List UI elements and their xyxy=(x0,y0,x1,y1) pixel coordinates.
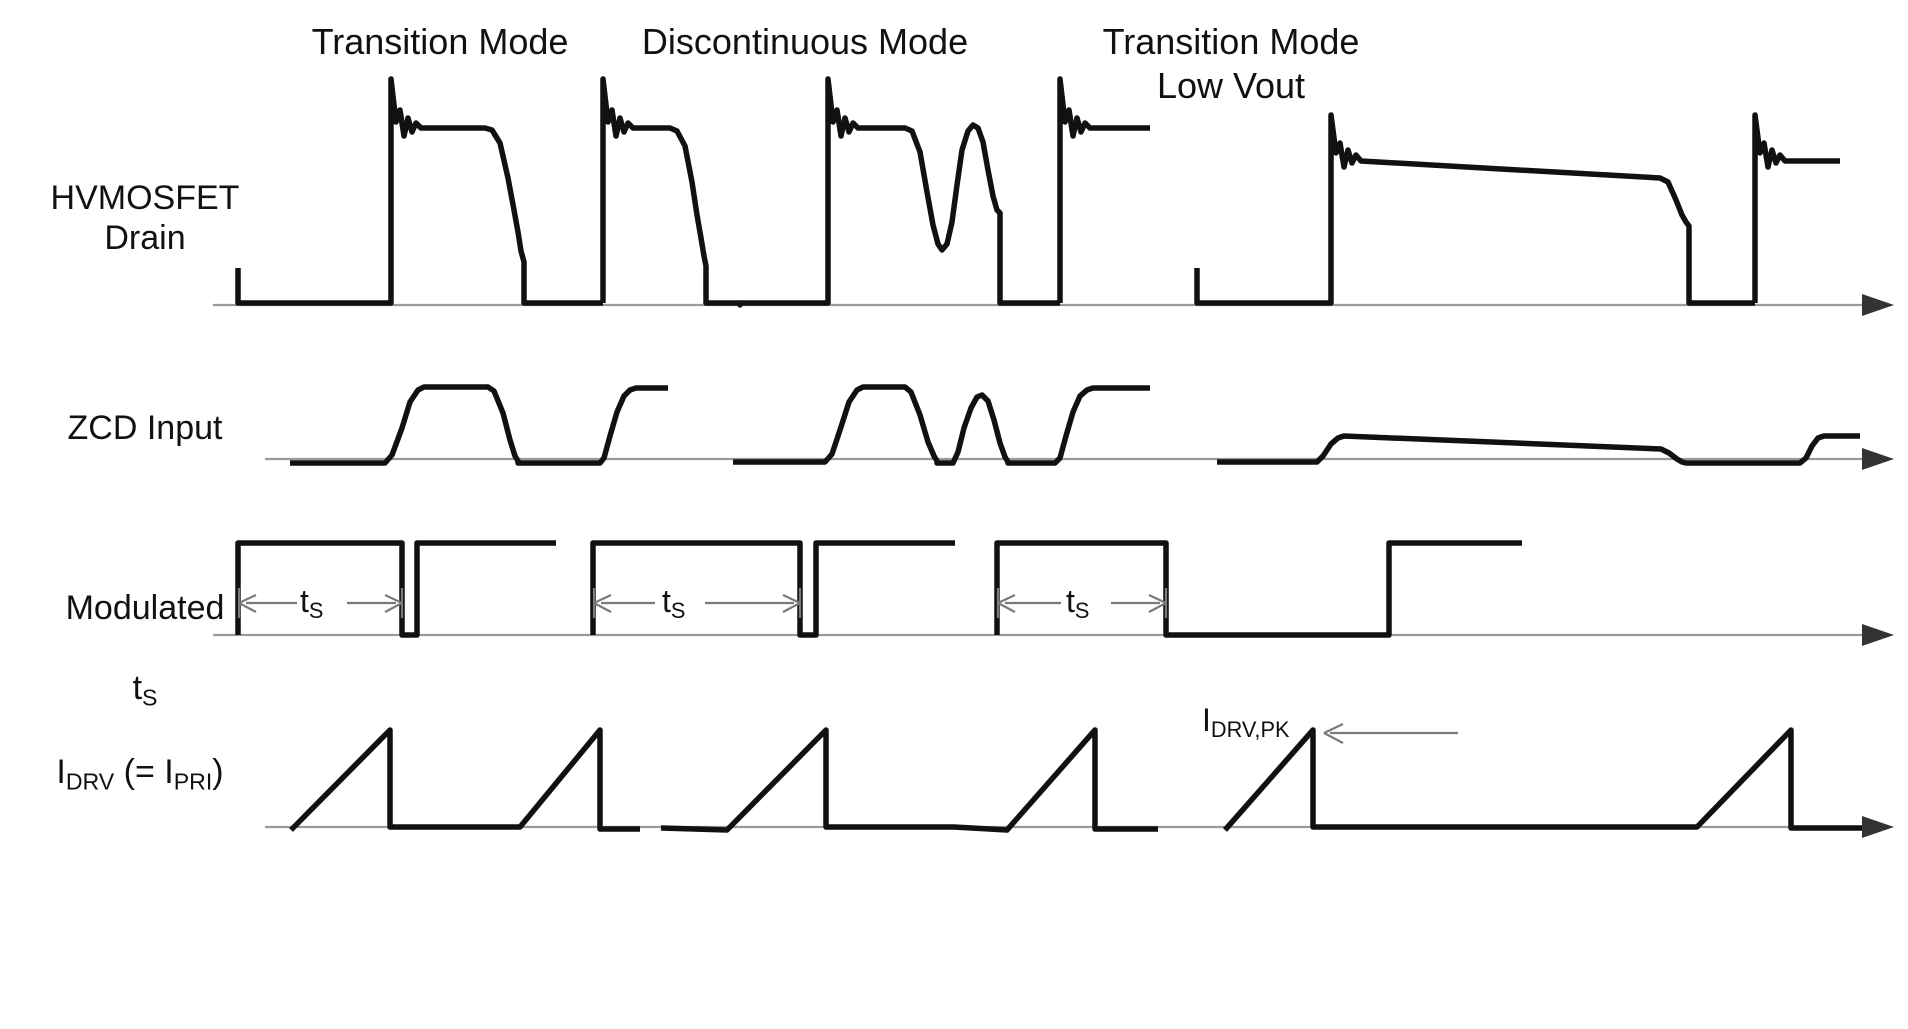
ts-1-base: t xyxy=(300,583,309,619)
modulated-ts-waveform-low-vout xyxy=(994,540,1522,638)
idrv-waveform-dcm xyxy=(660,727,1158,833)
drain-axis-arrowhead xyxy=(1862,294,1894,316)
idrv-label-i: I xyxy=(56,753,66,791)
ts-2-base: t xyxy=(662,583,671,619)
row-idrv xyxy=(265,723,1894,838)
ts-annotation-3: tS xyxy=(1066,583,1089,624)
idrv-label-close: ) xyxy=(212,753,224,791)
ts-1-sub: S xyxy=(308,598,324,624)
idrv-label-drv-subscript: DRV xyxy=(65,768,115,795)
row-label-modulated-main: Modulated xyxy=(65,589,225,627)
ts-dimension-1 xyxy=(237,588,404,618)
idrv-waveform-low-vout xyxy=(1222,727,1862,832)
row-zcd-input xyxy=(265,384,1894,470)
drain-waveform-tm-cycle2 xyxy=(600,76,740,306)
drain-waveform-tm xyxy=(235,76,603,306)
ts-axis-arrowhead xyxy=(1862,624,1894,646)
mode-title-transition: Transition Mode xyxy=(311,21,569,62)
ts-annotation-1: tS xyxy=(300,583,323,624)
idrv-pk-sub: DRV,PK xyxy=(1210,717,1290,743)
ts-3-base: t xyxy=(1066,583,1075,619)
idrv-label-pri-subscript: PRI xyxy=(173,768,213,795)
row-label-hvmosfet-drain: HVMOSFET Drain xyxy=(50,179,240,257)
ts-3-sub: S xyxy=(1074,598,1090,624)
ts-dimension-2 xyxy=(592,588,802,618)
idrv-waveform-tm xyxy=(289,727,640,832)
row-label-modulated-ts: Modulated tS xyxy=(20,548,270,717)
ts-dimension-3 xyxy=(996,588,1168,618)
drain-waveform-low-vout xyxy=(1194,112,1755,306)
row-label-ts-subscript: S xyxy=(142,684,158,711)
idrv-pk-pointer xyxy=(1323,723,1458,744)
row-label-ts-base: t xyxy=(132,669,143,707)
drain-waveform-dcm xyxy=(737,76,1060,308)
ts-2-sub: S xyxy=(670,598,686,624)
mode-title-discontinuous: Discontinuous Mode xyxy=(641,21,969,62)
drain-waveform-dcm-cycle2 xyxy=(1057,76,1150,303)
idrv-label-mid: (= I xyxy=(114,753,174,791)
row-label-idrv: IDRV (= IPRI) xyxy=(10,712,270,801)
ts-annotation-2: tS xyxy=(662,583,685,624)
zcd-waveform-tm xyxy=(290,384,668,466)
zcd-axis-arrowhead xyxy=(1862,448,1894,470)
idrv-pk-annotation: IDRV,PK xyxy=(1202,702,1289,743)
zcd-waveform-low-vout xyxy=(1217,433,1860,466)
zcd-waveform-dcm xyxy=(733,384,1150,466)
row-hvmosfet-drain xyxy=(213,76,1894,316)
modulated-ts-waveform-dcm xyxy=(590,540,955,638)
modulated-ts-waveform-tm xyxy=(235,540,556,638)
row-label-zcd-input: ZCD Input xyxy=(67,409,223,447)
row-modulated-ts xyxy=(213,540,1894,646)
idrv-axis-arrowhead xyxy=(1862,816,1894,838)
drain-waveform-low-vout-cycle2 xyxy=(1752,112,1840,303)
mode-title-transition-low-vout: Transition Mode Low Vout xyxy=(1102,21,1360,106)
idrv-pk-base: I xyxy=(1202,702,1211,738)
